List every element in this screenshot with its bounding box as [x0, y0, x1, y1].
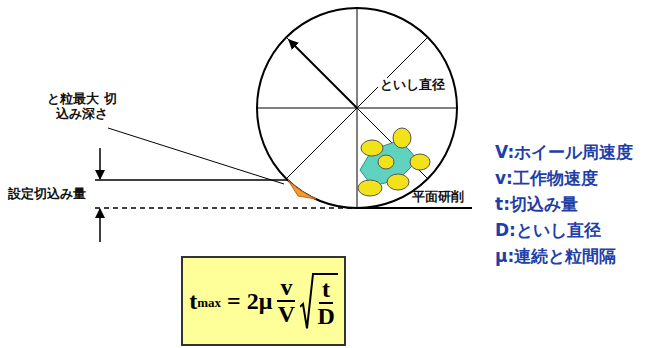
depth-line: [95, 207, 357, 209]
formula-box: tmax= 2μvVtD: [181, 256, 346, 346]
abrasive-grains: [358, 128, 430, 196]
formula-subscript: max: [197, 295, 221, 311]
formula-symbol: = 2μ: [227, 288, 272, 315]
root-sign: [300, 273, 314, 330]
root-bar: [312, 273, 337, 275]
symbol-definition: V:ホイール周速度: [495, 141, 633, 164]
formula-symbol: D: [317, 304, 334, 329]
formula-symbol: V: [278, 302, 295, 327]
symbol-definition: t:切込み量: [495, 193, 578, 216]
square-root: tD: [300, 273, 337, 329]
diameter-label: といし直径: [378, 78, 447, 93]
formula-symbol: t: [189, 288, 197, 315]
chip-section: [288, 180, 316, 199]
wheel-spokes: [257, 8, 457, 208]
max-depth-label: と粒最大 切込み深さ: [46, 92, 118, 122]
leader-line: [108, 128, 284, 184]
diameter-arrow: [289, 40, 357, 108]
fraction: vV: [277, 275, 295, 327]
formula-symbol: t: [319, 277, 333, 304]
symbol-definition: D:といし直径: [495, 219, 601, 242]
grinding-wheel: [257, 8, 457, 208]
formula: tmax= 2μvVtD: [189, 273, 337, 329]
surface-grinding-label: 平面研削: [412, 190, 464, 205]
fraction: tD: [317, 277, 334, 329]
ground-surface-line: [357, 207, 472, 209]
work-surface-line: [95, 179, 288, 181]
depth-arrow: [99, 209, 101, 242]
depth-arrow: [99, 148, 101, 179]
symbol-definition: μ:連続と粒間隔: [495, 245, 616, 268]
formula-symbol: v: [277, 275, 295, 302]
symbol-definition: v:工作物速度: [495, 167, 598, 190]
set-depth-label: 設定切込み量: [8, 187, 86, 202]
